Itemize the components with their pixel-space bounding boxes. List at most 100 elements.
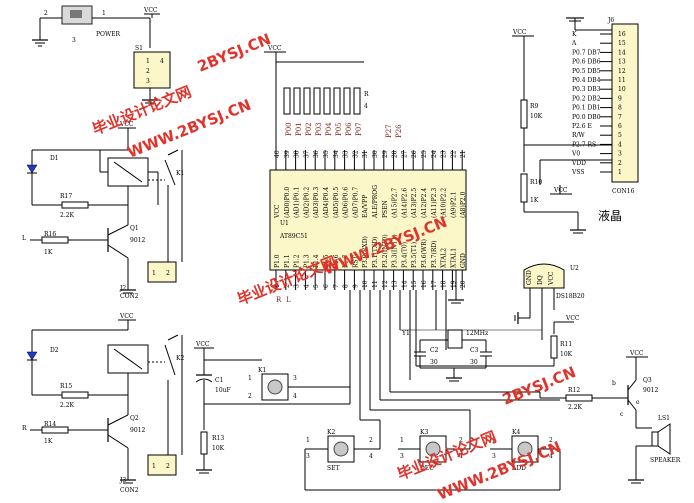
svg-text:L: L — [22, 235, 26, 242]
mcu-top-pin-label: (A15)P2.7 — [392, 188, 399, 218]
svg-text:10K: 10K — [560, 351, 573, 358]
svg-text:P02: P02 — [305, 122, 313, 136]
mcu-top-pin-label: (A11)P2.3 — [431, 188, 438, 218]
svg-text:R11: R11 — [560, 341, 572, 348]
lcd-pin-net: P0.6 DB6 — [572, 59, 601, 66]
svg-text:Q1: Q1 — [130, 225, 139, 232]
svg-text:1: 1 — [152, 463, 156, 470]
buzzer-circuit: VCC b Q3 9012 c e R12 2.2K LS1 SPEAKER — [540, 350, 681, 484]
svg-text:P26: P26 — [395, 124, 403, 138]
mcu-bottom-pin-num: 11 — [372, 280, 379, 288]
resistor-r15 — [61, 391, 89, 399]
svg-text:1: 1 — [102, 10, 106, 17]
svg-text:3: 3 — [492, 453, 496, 460]
svg-text:CON16: CON16 — [612, 188, 635, 195]
svg-text:R17: R17 — [60, 193, 72, 200]
svg-text:U2: U2 — [570, 265, 579, 272]
svg-text:D2: D2 — [50, 347, 59, 354]
mcu-bottom-pin-label: P1.2 — [294, 254, 301, 268]
svg-text:R: R — [276, 296, 282, 304]
mcu-bottom-pin-num: 15 — [411, 280, 418, 288]
lcd-pin-num: 3 — [618, 151, 622, 158]
mcu-top-pin-num: 36 — [313, 150, 320, 158]
lcd-pin-net: P0.1 DB1 — [572, 105, 601, 112]
mcu-bottom-pin-num: 18 — [441, 280, 448, 288]
mcu-top-pin-label: EA/VPP — [362, 195, 369, 218]
svg-text:4: 4 — [293, 393, 297, 400]
svg-text:L: L — [286, 296, 291, 304]
mcu-top-pin-num: 22 — [450, 150, 457, 158]
resistor-r17 — [61, 201, 89, 209]
mcu-top-pin-num: 27 — [401, 150, 408, 158]
mcu-bottom-pin-label: P1.7 — [343, 254, 350, 268]
svg-text:VCC: VCC — [512, 29, 527, 36]
mcu-bottom-pin-num: 16 — [421, 280, 428, 288]
connector-j3 — [147, 454, 177, 476]
resistor-pack: R 4 — [283, 87, 369, 115]
svg-text:R14: R14 — [44, 421, 56, 428]
crystal-y1 — [447, 329, 463, 349]
switch-s1-ref: S1 — [135, 45, 143, 52]
lcd-pin-net: VSS — [571, 169, 584, 176]
power-section: 2 1 3 POWER VCC S1 1 2 3 4 — [32, 5, 171, 104]
mcu-top-pin-num: 23 — [441, 150, 448, 158]
svg-text:1K: 1K — [44, 249, 53, 256]
svg-text:9012: 9012 — [130, 427, 145, 434]
lcd-pin-num: 1 — [618, 169, 622, 176]
mcu-top-pin-num: 32 — [352, 150, 359, 158]
svg-text:4: 4 — [459, 453, 463, 460]
mcu-ref: U1 — [280, 220, 289, 227]
key-add: K4 ADD 1 3 2 4 — [304, 429, 561, 491]
svg-text:VCC: VCC — [119, 121, 134, 128]
svg-text:K1: K1 — [258, 367, 266, 374]
lcd-pin-net: R/W — [572, 132, 586, 139]
lcd-pin-net: A — [571, 40, 577, 47]
svg-text:P05: P05 — [335, 122, 343, 136]
resistor-r13 — [200, 431, 208, 455]
lcd-pin-num: 16 — [618, 31, 626, 38]
svg-text:2.2K: 2.2K — [60, 212, 75, 219]
mcu-bottom-pin-label: XTAL1 — [450, 248, 457, 268]
svg-text:P07: P07 — [355, 122, 363, 136]
mcu-top-pin-num: 40 — [274, 150, 281, 158]
svg-text:K2: K2 — [327, 429, 335, 436]
mcu-bottom-pin-label: P3.2(INT0) — [382, 234, 389, 268]
svg-text:J3: J3 — [119, 477, 126, 484]
relay-2-circuit: VCC D2 K2 R15 2.2K R14 R 1K Q2 9012 — [22, 313, 184, 494]
mcu-top-pin-num: 21 — [460, 150, 467, 158]
svg-text:Y1: Y1 — [401, 330, 410, 337]
lcd-pin-num: 9 — [618, 95, 622, 102]
svg-text:DS18B20: DS18B20 — [556, 293, 585, 300]
svg-text:30: 30 — [470, 359, 478, 366]
mcu-bottom-pin-num: 12 — [382, 280, 389, 288]
svg-text:2.2K: 2.2K — [568, 404, 583, 411]
speaker-ls1 — [651, 431, 659, 447]
svg-text:R: R — [22, 425, 27, 432]
mcu-top-pin-num: 33 — [343, 150, 350, 158]
svg-text:VCC: VCC — [565, 315, 580, 322]
svg-text:Q2: Q2 — [130, 415, 139, 422]
lcd-pin-num: 2 — [618, 160, 622, 167]
mcu-body — [269, 169, 467, 271]
reset-circuit: VCC C1 10uF R13 10K K1 1 2 3 4 — [194, 290, 351, 474]
svg-text:R10: R10 — [530, 179, 542, 186]
svg-text:VCC: VCC — [267, 45, 282, 52]
mcu-top-pins: 40VCC39(AD0)P0.038(AD1)P0.137(AD2)P0.236… — [274, 150, 467, 219]
svg-text:D1: D1 — [50, 155, 59, 162]
mcu-top-pin-num: 31 — [362, 150, 369, 158]
lcd-pin-net: VDD — [571, 160, 586, 167]
mcu-top-pin-num: 35 — [323, 150, 330, 158]
resistor-r9 — [520, 99, 528, 129]
mcu-top-pin-label: (AD2)P0.2 — [303, 187, 310, 218]
lcd-pin-num: 10 — [618, 86, 626, 93]
mcu-top-pin-label: ALE/PROG — [372, 185, 379, 219]
svg-text:R: R — [364, 91, 369, 98]
mcu-bottom-pin-label: P1.3 — [303, 254, 310, 268]
svg-text:9012: 9012 — [130, 237, 145, 244]
svg-text:P06: P06 — [345, 122, 353, 136]
svg-text:1K: 1K — [44, 438, 53, 445]
svg-text:1: 1 — [146, 58, 150, 65]
svg-text:2: 2 — [44, 10, 48, 17]
svg-text:P27: P27 — [385, 124, 393, 138]
